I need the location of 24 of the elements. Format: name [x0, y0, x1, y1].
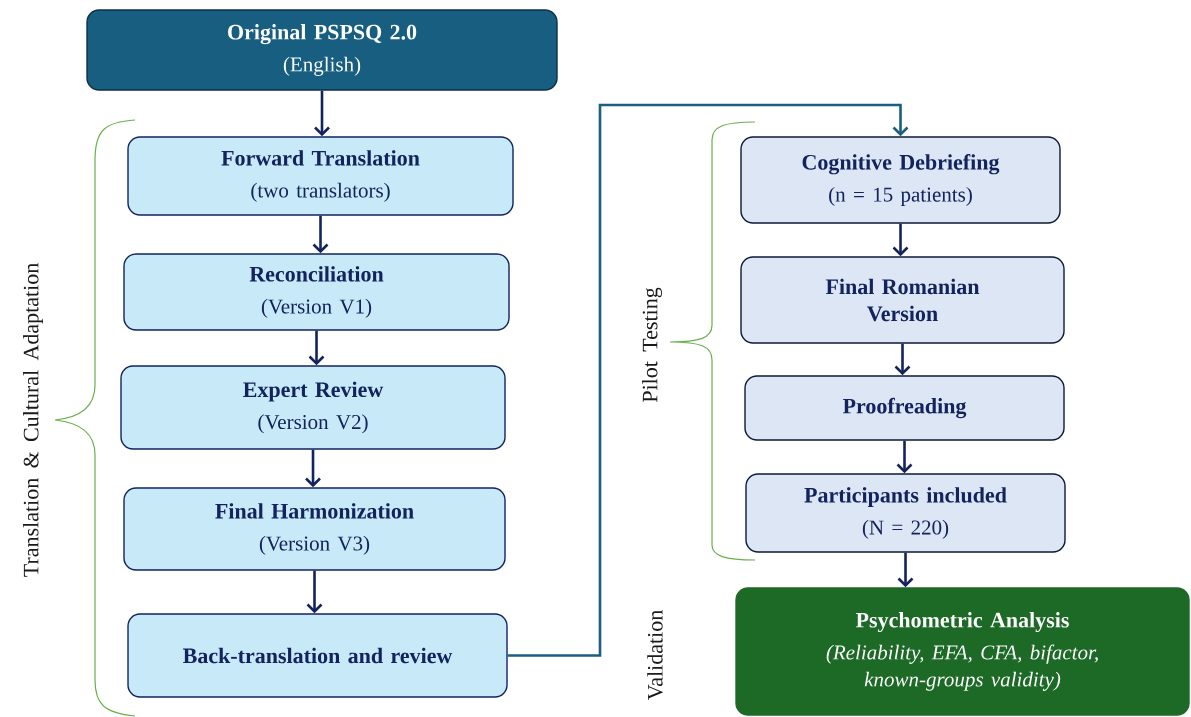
process-box: Final Harmonization (Version V3): [123, 487, 506, 571]
arrow: [897, 552, 914, 588]
process-box: Cognitive Debriefing (n = 15 patients): [740, 136, 1061, 224]
arrow: [306, 570, 323, 614]
process-box: Back-translation and review: [127, 613, 508, 698]
section-label: Pilot Testing: [642, 287, 662, 403]
result-box: Psychometric Analysis (Reliability, EFA, CFA, bifactor, known-groups validity): [735, 587, 1190, 716]
process-box: Expert Review (Version V2): [120, 365, 506, 450]
arrow: [312, 215, 329, 254]
process-box: Reconciliation (Version V1): [123, 253, 510, 331]
arrow: [892, 223, 909, 257]
process-box: Final Romanian Version: [740, 256, 1065, 344]
arrow: [896, 440, 913, 474]
arrow: [507, 103, 909, 657]
process-box: Participants included (N = 220): [745, 473, 1066, 553]
section-label: Translation & Cultural Adaptation: [23, 263, 43, 577]
process-box: Proofreading: [744, 375, 1065, 441]
arrow: [894, 343, 911, 376]
arrow: [314, 90, 330, 137]
process-box: Forward Translation (two translators): [127, 136, 514, 216]
arrow: [305, 449, 321, 488]
header-box: Original PSPSQ 2.0 (English): [86, 9, 558, 91]
section-label: Validation: [647, 610, 663, 700]
arrow: [308, 330, 325, 366]
